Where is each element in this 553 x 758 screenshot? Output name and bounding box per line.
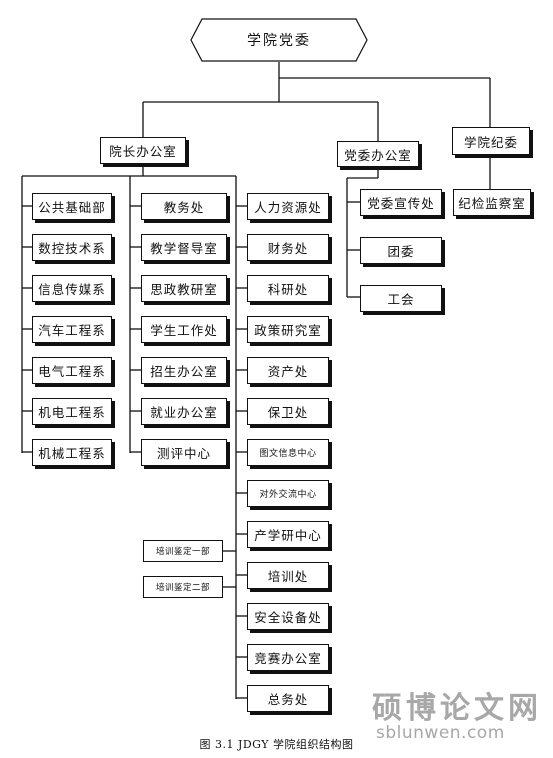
department-box: 数控技术系 <box>32 234 112 261</box>
department-box: 测评中心 <box>141 439 227 466</box>
department-box: 招生办公室 <box>141 357 227 384</box>
department-box: 学生工作处 <box>141 316 227 343</box>
department-box: 教学督导室 <box>141 234 227 261</box>
discipline-subunit-box: 纪检监察室 <box>453 189 531 216</box>
department-box: 科研处 <box>247 275 329 302</box>
president-office-box: 院长办公室 <box>100 137 186 164</box>
department-box: 教务处 <box>141 193 227 220</box>
training-unit-box: 培训鉴定一部 <box>143 540 223 562</box>
party-office-box: 党委办公室 <box>337 141 419 167</box>
department-box: 培训处 <box>247 562 329 589</box>
department-box: 图文信息中心 <box>247 439 329 466</box>
figure-caption: 图 3.1 JDGY 学院组织结构图 <box>199 738 354 751</box>
discipline-committee-box: 学院纪委 <box>452 127 530 155</box>
department-box: 竞赛办公室 <box>247 644 329 671</box>
department-box: 保卫处 <box>247 398 329 425</box>
department-box: 机械工程系 <box>32 439 112 466</box>
department-box: 政策研究室 <box>247 316 329 343</box>
department-box: 公共基础部 <box>32 193 112 220</box>
department-box: 电气工程系 <box>32 357 112 384</box>
department-box: 汽车工程系 <box>32 316 112 343</box>
department-box: 安全设备处 <box>247 603 329 630</box>
department-box: 机电工程系 <box>32 398 112 425</box>
department-box: 产学研中心 <box>247 521 329 548</box>
party-subunit-box: 党委宣传处 <box>360 189 442 216</box>
department-box: 思政教研室 <box>141 275 227 302</box>
department-box: 总务处 <box>247 685 329 712</box>
root-node: 学院党委 <box>190 18 368 62</box>
watermark-logo-text: 硕博论文网 <box>372 691 542 726</box>
department-box: 人力资源处 <box>247 193 329 220</box>
training-unit-box: 培训鉴定二部 <box>143 576 223 598</box>
department-box: 资产处 <box>247 357 329 384</box>
department-box: 就业办公室 <box>141 398 227 425</box>
watermark-url: sblunwen.com <box>376 723 505 743</box>
root-label: 学院党委 <box>247 33 311 49</box>
party-subunit-box: 团委 <box>360 237 442 264</box>
department-box: 对外交流中心 <box>247 480 329 507</box>
department-box: 信息传媒系 <box>32 275 112 302</box>
party-subunit-box: 工会 <box>360 285 442 312</box>
department-box: 财务处 <box>247 234 329 261</box>
